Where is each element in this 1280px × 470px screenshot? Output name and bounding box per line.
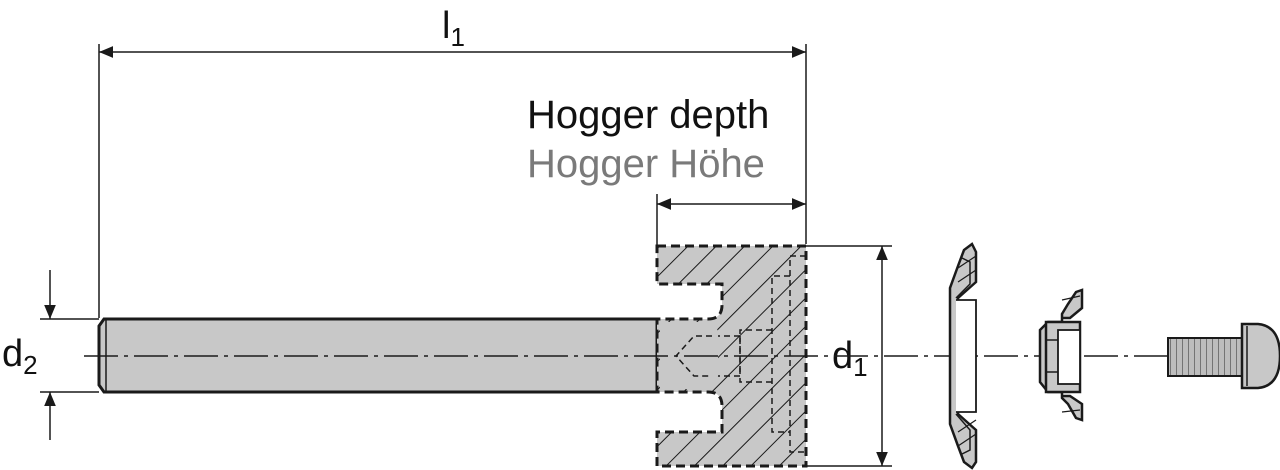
d1-dimension [806, 245, 892, 467]
nut [1038, 288, 1084, 422]
d2-dimension [40, 270, 99, 440]
screw [1167, 322, 1280, 390]
washer [948, 242, 978, 470]
hogger-depth-label: Hogger depth [527, 93, 769, 137]
hogger-depth-dimension [656, 194, 806, 246]
l1-label: l1 [442, 5, 465, 52]
hogger-body [655, 244, 808, 468]
hogger-hoehe-label: Hogger Höhe [527, 142, 765, 186]
l1-dimension [98, 44, 807, 318]
d2-label: d2 [2, 333, 38, 380]
